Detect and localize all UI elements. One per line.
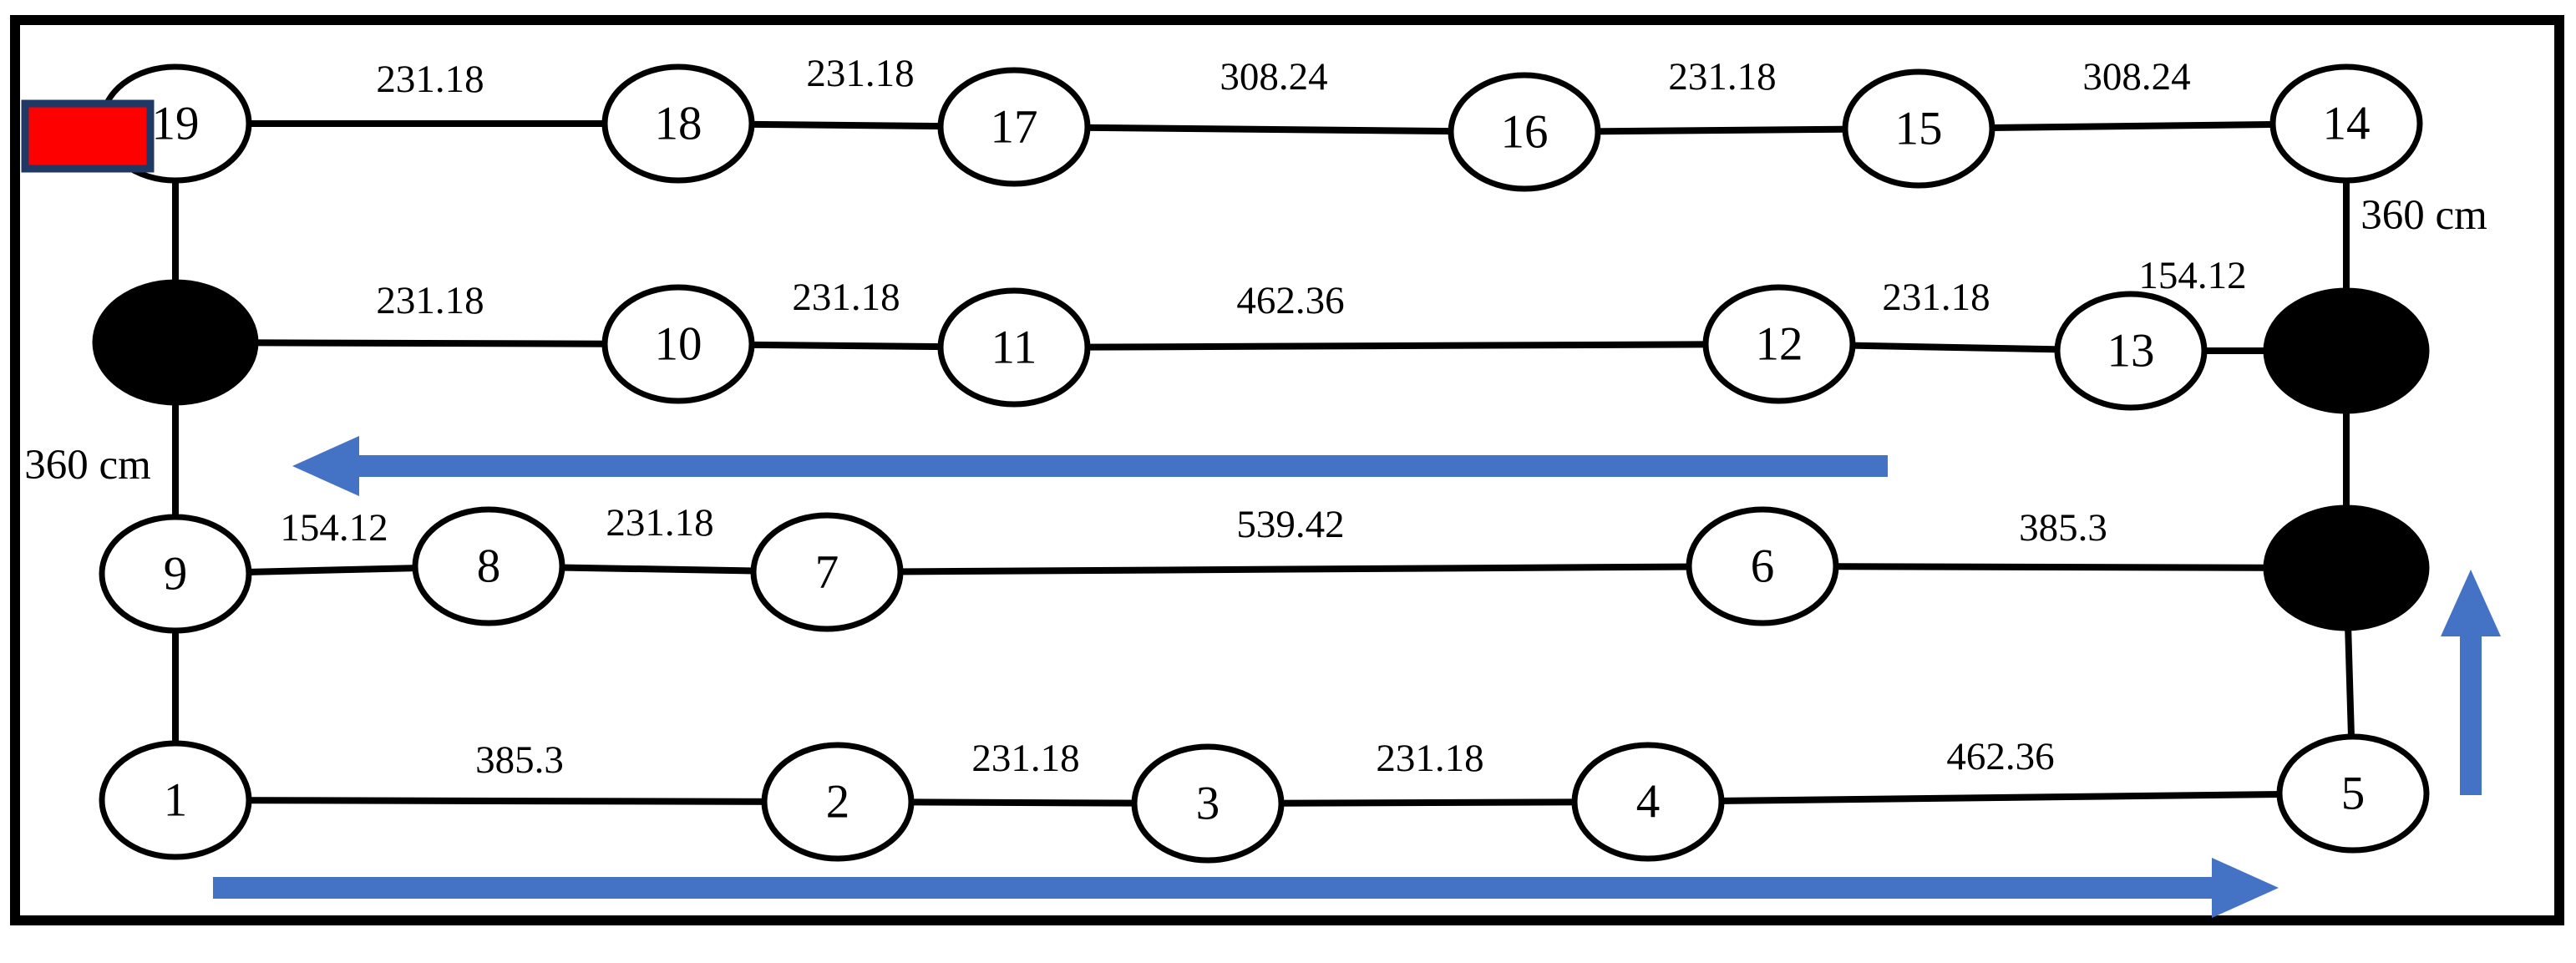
depot-node-D1	[92, 279, 259, 406]
node-14	[2269, 63, 2423, 184]
node-label-7: 7	[815, 546, 839, 599]
node-17	[937, 67, 1091, 187]
node-13	[2054, 291, 2208, 411]
node-label-4: 4	[1636, 776, 1661, 829]
node-2	[761, 742, 915, 862]
distance-label-11-12: 462.36	[1236, 279, 1344, 322]
diagram-border	[10, 15, 2564, 925]
edge-7-6	[826, 563, 1763, 575]
node-label-17: 17	[991, 101, 1038, 154]
node-label-8: 8	[477, 540, 501, 593]
distance-label-9-8: 154.12	[280, 506, 388, 550]
node-label-9: 9	[164, 548, 188, 601]
flow-arrow-right	[213, 858, 2279, 918]
node-12	[1702, 284, 1856, 404]
flow-arrow-right-head	[2212, 858, 2279, 918]
node-7	[750, 512, 904, 632]
depot-node-D2	[2263, 287, 2430, 414]
distance-label-1-2: 385.3	[475, 738, 564, 782]
distance-label-12-13: 231.18	[1882, 276, 1990, 319]
distance-label-13-D2: 154.12	[2138, 254, 2246, 297]
node-label-2: 2	[826, 776, 850, 829]
node-label-15: 15	[1895, 103, 1943, 155]
edge-6-D3	[1762, 563, 2347, 571]
flow-arrow-up	[2441, 570, 2501, 795]
depot-node-D3	[2263, 504, 2430, 631]
edge-1-2	[175, 797, 839, 805]
node-10	[601, 284, 755, 404]
edge-11-12	[1013, 341, 1780, 351]
node-label-5: 5	[2341, 768, 2366, 820]
node-label-13: 13	[2107, 325, 2155, 378]
node-label-19: 19	[152, 98, 200, 150]
node-label-6: 6	[1751, 540, 1775, 593]
distance-label-4-5: 462.36	[1946, 735, 2054, 778]
node-3	[1131, 743, 1285, 864]
node-5	[2276, 733, 2430, 854]
distance-label-18-17: 231.18	[806, 52, 914, 95]
distance-label-10-11: 231.18	[792, 276, 900, 319]
node-9	[99, 514, 252, 634]
distance-label-D1-10: 231.18	[376, 279, 484, 322]
node-label-1: 1	[164, 774, 188, 827]
distance-label-3-4: 231.18	[1376, 737, 1483, 780]
node-16	[1448, 72, 1601, 192]
distance-label-6-D3: 385.3	[2019, 506, 2107, 550]
node-11	[937, 287, 1091, 408]
node-8	[412, 506, 565, 626]
node-1	[99, 740, 252, 860]
distance-label-19-18: 231.18	[376, 58, 484, 101]
distance-label-15-14: 308.24	[2082, 55, 2190, 99]
node-label-10: 10	[655, 318, 702, 371]
node-label-11: 11	[991, 322, 1037, 374]
edge-17-16	[1013, 124, 1525, 135]
height-label-14-D2: 360 cm	[2360, 192, 2487, 239]
node-label-12: 12	[1756, 318, 1803, 371]
flow-arrow-up-head	[2441, 570, 2501, 636]
node-label-16: 16	[1501, 106, 1549, 159]
distance-label-8-7: 231.18	[606, 501, 713, 545]
node-4	[1571, 742, 1725, 862]
node-label-14: 14	[2323, 98, 2371, 150]
distance-label-17-16: 308.24	[1220, 55, 1327, 99]
node-6	[1686, 506, 1839, 626]
distance-label-16-15: 231.18	[1668, 55, 1776, 99]
node-15	[1842, 68, 1995, 189]
node-18	[601, 63, 755, 184]
height-label-D1-9: 360 cm	[24, 442, 151, 489]
distance-label-2-3: 231.18	[971, 737, 1079, 780]
edge-4-5	[1647, 790, 2354, 805]
node-label-3: 3	[1196, 778, 1220, 830]
start-marker	[21, 99, 155, 173]
node-label-18: 18	[655, 98, 702, 150]
distance-label-7-6: 539.42	[1236, 503, 1344, 546]
flow-arrow-left-head	[292, 436, 359, 496]
edge-D1-10	[175, 339, 679, 347]
flow-arrow-left	[292, 436, 1888, 496]
